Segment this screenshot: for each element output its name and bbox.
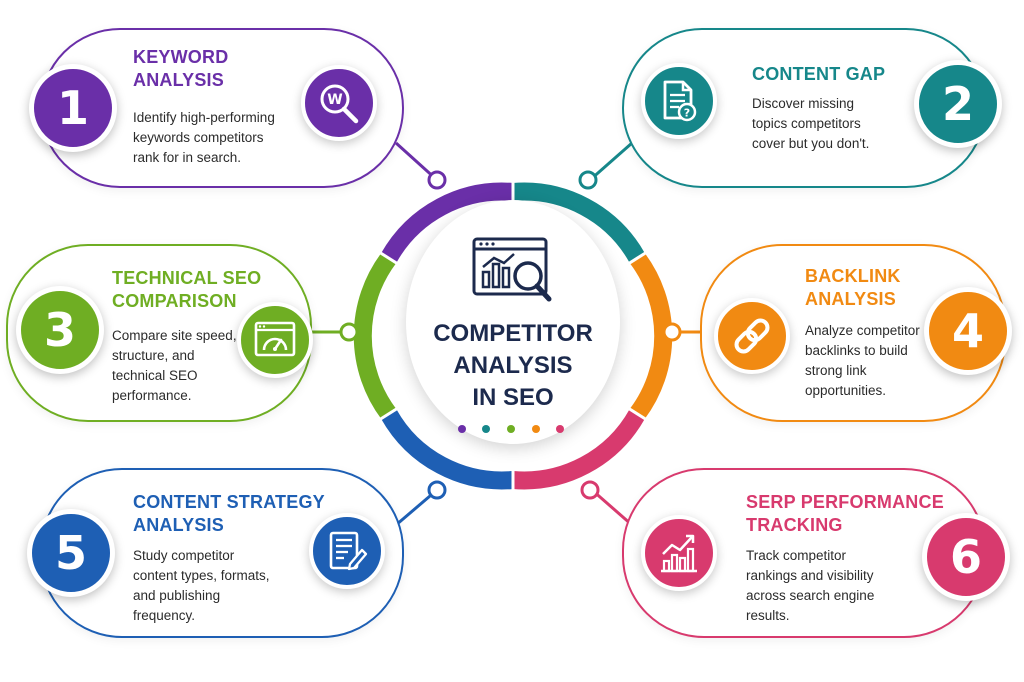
ring-segment-purple (380, 182, 514, 263)
step-number-1: 1 (29, 64, 117, 152)
step-icon-circle-3 (237, 302, 313, 378)
step-number-2: 2 (914, 60, 1002, 148)
connector-node-3 (339, 322, 359, 342)
connector-node-4 (662, 322, 682, 342)
connector-node-6 (580, 480, 600, 500)
connector-node-5 (427, 480, 447, 500)
connector-line-6 (591, 488, 633, 527)
connector-node-1 (427, 170, 447, 190)
hub-dot (482, 425, 490, 433)
step-title-4: BACKLINK ANALYSIS (805, 266, 901, 309)
hub-dot (532, 425, 540, 433)
step-icon-circle-4 (714, 298, 790, 374)
keyword-search-icon: W (320, 84, 359, 124)
connector-node-2 (578, 170, 598, 190)
step-description-1: Identify high-performing keywords compet… (133, 110, 275, 165)
step-description-4: Analyze competitor backlinks to build st… (805, 323, 920, 398)
document-question-icon: ? (663, 80, 697, 122)
svg-text:W: W (327, 92, 342, 108)
ring-segment-green (353, 252, 396, 420)
step-icon-circle-6 (641, 515, 717, 591)
step-number-5: 5 (27, 509, 115, 597)
step-description-3: Compare site speed, structure, and techn… (112, 328, 237, 403)
ring-segment-pink (512, 409, 646, 490)
central-hub (406, 200, 620, 444)
connector-line-2 (589, 141, 633, 182)
step-icon-circle-1: W (301, 65, 377, 141)
step-title-3: TECHNICAL SEO COMPARISON (112, 268, 262, 311)
analytics-magnifier-icon (472, 237, 552, 302)
step-number-4: 4 (924, 287, 1012, 375)
step-title-6: SERP PERFORMANCE TRACKING (746, 492, 944, 535)
chain-link-icon (734, 318, 770, 354)
speedometer-browser-icon (254, 321, 296, 357)
ring-segment-teal (512, 182, 646, 263)
ring-segment-orange (630, 252, 673, 420)
step-number-3: 3 (16, 286, 104, 374)
hub-dot (556, 425, 564, 433)
growth-chart-icon (661, 534, 697, 573)
svg-text:?: ? (684, 107, 690, 120)
hub-dot (507, 425, 515, 433)
hub-title: COMPETITOR ANALYSIS IN SEO (433, 320, 593, 411)
step-title-1: KEYWORD ANALYSIS (133, 47, 229, 90)
document-pen-icon (329, 531, 368, 571)
step-title-5: CONTENT STRATEGY ANALYSIS (133, 492, 325, 535)
step-description-5: Study competitor content types, formats,… (133, 548, 270, 623)
step-description-6: Track competitor rankings and visibility… (746, 548, 875, 623)
step-number-6: 6 (922, 513, 1010, 601)
step-icon-circle-2: ? (641, 63, 717, 139)
step-description-2: Discover missing topics competitors cove… (752, 96, 870, 151)
ring-segment-blue (380, 409, 514, 490)
step-icon-circle-5 (309, 513, 385, 589)
step-title-2: CONTENT GAP (752, 64, 886, 84)
hub-dot (458, 425, 466, 433)
